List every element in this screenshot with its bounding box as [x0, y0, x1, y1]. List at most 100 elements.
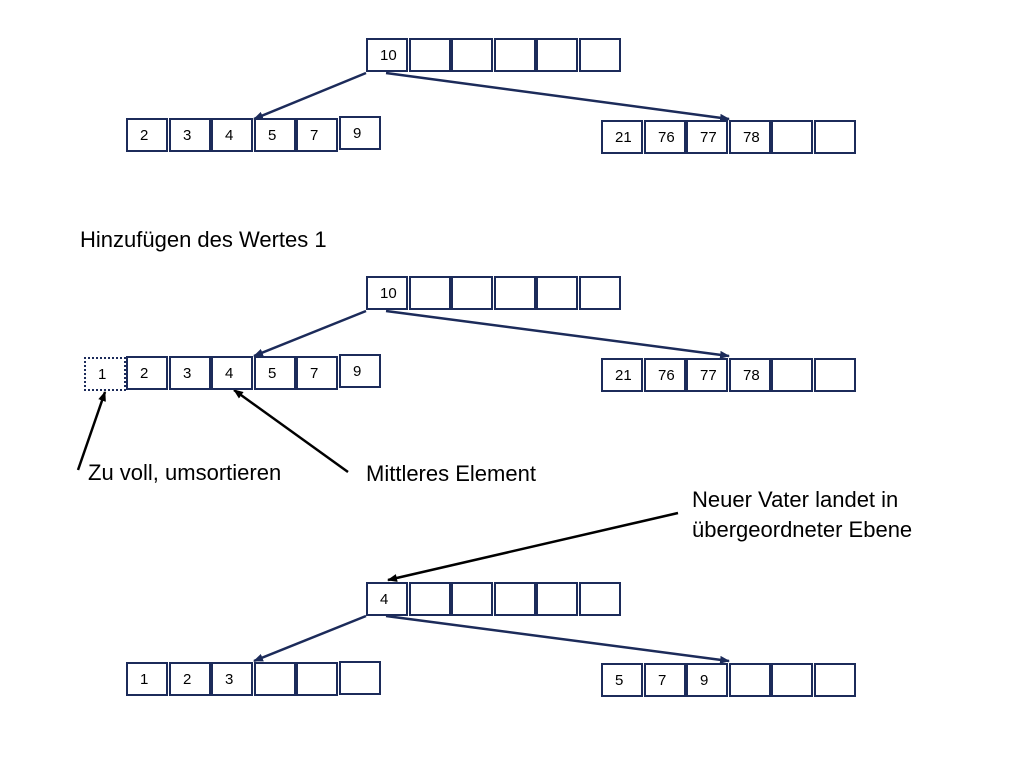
- new-parent-label-line1: Neuer Vater landet in: [692, 487, 899, 512]
- node-cell: 77: [686, 120, 728, 154]
- cell-value: 5: [615, 672, 624, 689]
- cell-value: 76: [658, 367, 675, 384]
- node-cell: 7: [644, 663, 686, 697]
- node-cell: 5: [254, 356, 296, 390]
- node-cell: [536, 276, 578, 310]
- stage2-left-edge: [253, 309, 367, 358]
- overflow-cell: 1: [84, 357, 126, 391]
- node-cell: [494, 582, 536, 616]
- new-parent-label-line2: übergeordneter Ebene: [692, 517, 913, 542]
- node-cell: 10: [366, 38, 408, 72]
- cell-value: 2: [140, 365, 149, 382]
- node-cell: [771, 358, 813, 392]
- cell-value: 76: [658, 129, 675, 146]
- node-cell: 76: [644, 120, 686, 154]
- node-cell: 4: [211, 356, 253, 390]
- cell-value: 7: [658, 672, 667, 689]
- node-cell: 3: [169, 118, 211, 152]
- node-cell: 21: [601, 120, 643, 154]
- heading: Hinzufügen des Wertes 1: [80, 227, 327, 252]
- cell-value: 78: [743, 367, 760, 384]
- cell-value: 9: [353, 125, 362, 142]
- node-cell: [771, 120, 813, 154]
- node-cell: [814, 120, 856, 154]
- node-cell: 77: [686, 358, 728, 392]
- node-cell: 9: [339, 116, 381, 150]
- node-cell: [729, 663, 771, 697]
- node-cell: [451, 582, 493, 616]
- node-cell: [814, 663, 856, 697]
- node-cell: 9: [686, 663, 728, 697]
- node-cell: 2: [169, 662, 211, 696]
- cell-value: 4: [225, 365, 234, 382]
- stage3-right-edge: [385, 614, 730, 664]
- node-cell: [409, 582, 451, 616]
- middle-element-label: Mittleres Element: [366, 461, 536, 486]
- cell-value: 3: [183, 365, 192, 382]
- node-cell: 3: [211, 662, 253, 696]
- node-cell: 2: [126, 356, 168, 390]
- cell-value: 21: [615, 367, 632, 384]
- stage3-left-edge: [253, 614, 367, 663]
- node-cell: [579, 276, 621, 310]
- node-cell: 2: [126, 118, 168, 152]
- node-cell: [536, 582, 578, 616]
- node-cell: 76: [644, 358, 686, 392]
- node-cell: [771, 663, 813, 697]
- node-cell: [494, 276, 536, 310]
- cell-value: 1: [140, 671, 149, 688]
- middle-element-arrow: [233, 388, 349, 474]
- node-cell: [409, 38, 451, 72]
- cell-value: 5: [268, 365, 277, 382]
- cell-value: 77: [700, 367, 717, 384]
- cell-value: 7: [310, 127, 319, 144]
- new-parent-arrow: [387, 511, 679, 582]
- node-cell: 3: [169, 356, 211, 390]
- cell-value: 9: [353, 363, 362, 380]
- cell-value: 5: [268, 127, 277, 144]
- node-cell: 5: [254, 118, 296, 152]
- node-cell: [451, 276, 493, 310]
- node-cell: 78: [729, 120, 771, 154]
- node-cell: [494, 38, 536, 72]
- cell-value: 7: [310, 365, 319, 382]
- too-full-label: Zu voll, umsortieren: [88, 460, 282, 485]
- node-cell: 4: [211, 118, 253, 152]
- overflow-value: 1: [98, 366, 107, 383]
- node-cell: 5: [601, 663, 643, 697]
- node-cell: 7: [296, 118, 338, 152]
- too-full-arrow: [76, 391, 107, 471]
- cell-value: 3: [225, 671, 234, 688]
- node-cell: [409, 276, 451, 310]
- node-cell: [339, 661, 381, 695]
- node-cell: [296, 662, 338, 696]
- node-cell: 4: [366, 582, 408, 616]
- node-cell: [536, 38, 578, 72]
- node-cell: [579, 582, 621, 616]
- node-cell: [451, 38, 493, 72]
- node-cell: 21: [601, 358, 643, 392]
- stage2-right-edge: [385, 309, 730, 359]
- node-cell: [814, 358, 856, 392]
- cell-value: 3: [183, 127, 192, 144]
- stage1-left-edge: [253, 71, 367, 121]
- node-cell: [579, 38, 621, 72]
- stage1-right-edge: [385, 71, 730, 122]
- cell-value: 2: [183, 671, 192, 688]
- cell-value: 4: [225, 127, 234, 144]
- node-cell: 10: [366, 276, 408, 310]
- cell-value: 4: [380, 591, 389, 608]
- node-cell: 7: [296, 356, 338, 390]
- node-cell: 78: [729, 358, 771, 392]
- cell-value: 78: [743, 129, 760, 146]
- cell-value: 21: [615, 129, 632, 146]
- cell-value: 2: [140, 127, 149, 144]
- cell-value: 10: [380, 285, 397, 302]
- node-cell: [254, 662, 296, 696]
- cell-value: 77: [700, 129, 717, 146]
- node-cell: 9: [339, 354, 381, 388]
- cell-value: 10: [380, 47, 397, 64]
- node-cell: 1: [126, 662, 168, 696]
